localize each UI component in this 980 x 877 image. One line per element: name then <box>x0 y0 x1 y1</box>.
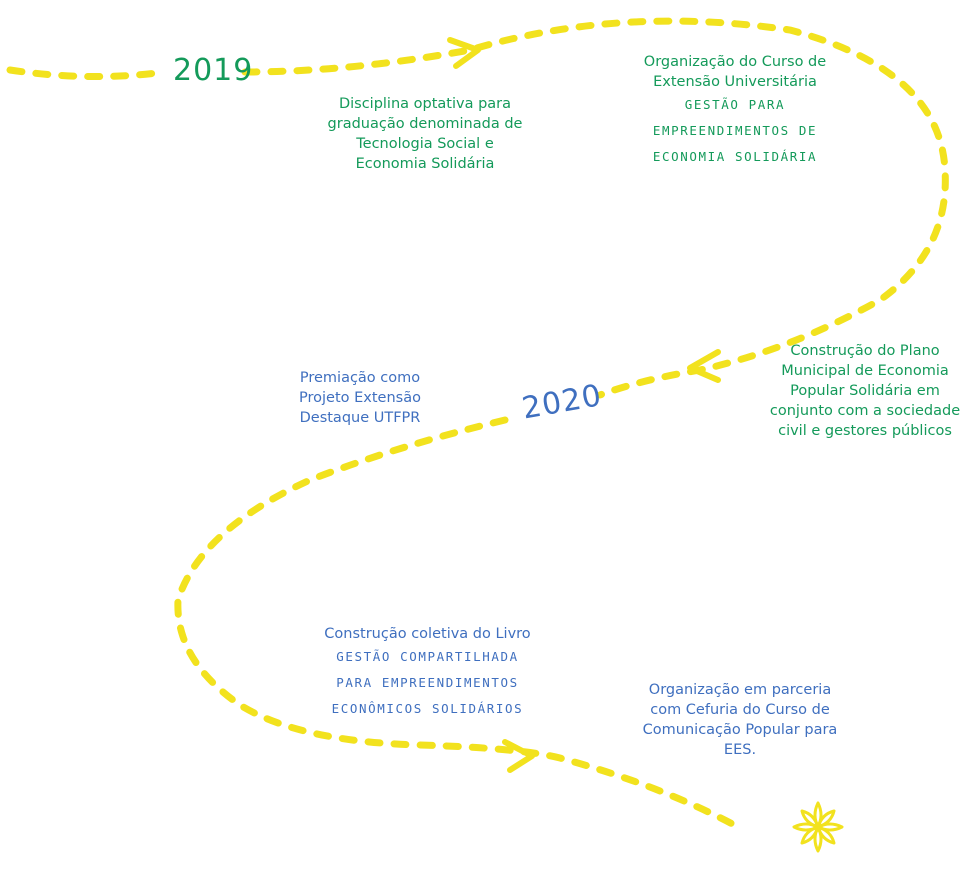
item-text: Disciplina optativa para <box>338 96 512 112</box>
timeline-item-curso-extensao: Organização do Curso de Extensão Univers… <box>620 52 850 170</box>
arrow-left-icon <box>687 349 721 383</box>
timeline-dashed-line <box>241 17 949 399</box>
item-text: Destaque UTFPR <box>299 410 421 426</box>
timeline-dashed-line <box>174 416 744 832</box>
arrow-right-icon <box>502 739 535 773</box>
book-title: para Empreendimentos <box>336 675 519 690</box>
item-text: Extensão Universitária <box>653 74 817 90</box>
timeline-dashed-line <box>6 66 169 81</box>
timeline-item-livro: Construção coletiva do Livro Gestão Comp… <box>300 624 555 722</box>
item-text: EES. <box>723 742 757 758</box>
item-text: Economia Solidária <box>355 156 495 172</box>
timeline-item-comunicacao-popular: Organização em parceria com Cefuria do C… <box>620 680 860 760</box>
item-text: conjunto com a sociedade <box>769 403 961 419</box>
item-text: com Cefuria do Curso de <box>650 702 830 718</box>
item-text: Municipal de Economia <box>781 363 949 379</box>
course-title: Empreendimentos de <box>652 123 818 138</box>
item-text: Construção do Plano <box>790 343 940 359</box>
timeline-item-disciplina: Disciplina optativa para graduação denom… <box>305 94 545 174</box>
item-text: Organização do Curso de <box>643 54 827 70</box>
item-text: civil e gestores públicos <box>778 423 952 439</box>
item-text: Construção coletiva do Livro <box>324 626 531 642</box>
flower-icon <box>792 801 844 853</box>
item-text: Popular Solidária em <box>790 383 940 399</box>
book-title: Gestão Compartilhada <box>336 649 519 664</box>
timeline-item-plano-municipal: Construção do Plano Municipal de Economi… <box>755 341 975 441</box>
course-title: Economia Solidária <box>652 149 818 164</box>
year-2019: 2019 <box>173 53 254 88</box>
item-text: Premiação como <box>299 370 421 386</box>
arrow-right-icon <box>447 37 481 69</box>
course-title: Gestão para <box>684 97 786 112</box>
timeline-item-premiacao: Premiação como Projeto Extensão Destaque… <box>285 368 435 428</box>
item-text: Comunicação Popular para <box>642 722 838 738</box>
item-text: Tecnologia Social e <box>356 136 494 152</box>
item-text: graduação denominada de <box>327 116 523 132</box>
book-title: Econômicos Solidários <box>331 701 524 716</box>
item-text: Organização em parceria <box>648 682 832 698</box>
item-text: Projeto Extensão <box>299 390 421 406</box>
